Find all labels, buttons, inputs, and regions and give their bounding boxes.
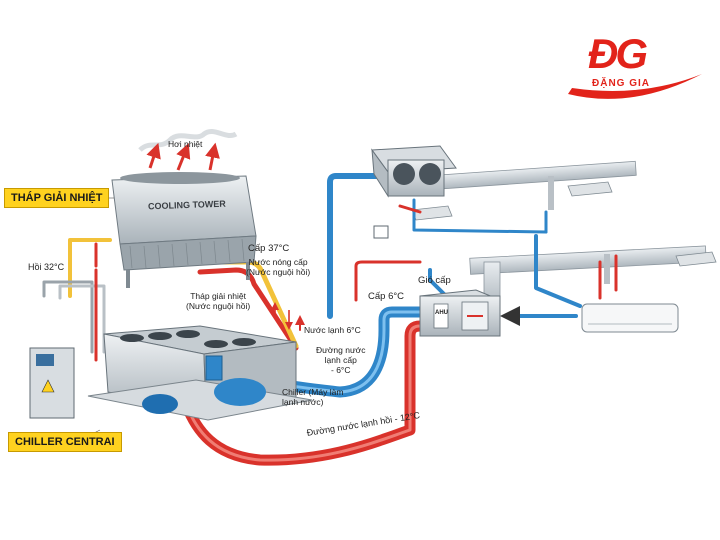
label-supply-37: Cấp 37°C	[248, 243, 290, 254]
label-chiller-desc: Chiller (Máy làm lạnh nước)	[282, 387, 344, 407]
logo-text: ĐẶNG GIA	[592, 78, 650, 89]
cooling-tower	[111, 128, 257, 288]
label-return-32: Hồi 32°C	[28, 262, 65, 272]
control-panel	[29, 347, 75, 419]
label-hot-water-supply: Nước nóng cấp (Nước nguội hồi)	[246, 257, 311, 277]
outdoor-condensing-unit	[371, 145, 457, 198]
badge-cooling-tower: THÁP GIẢI NHIỆT	[4, 188, 110, 208]
brand-logo: ĐG ĐẶNG GIA	[562, 30, 708, 106]
hot-water-pipes	[94, 204, 618, 466]
logo-mark: ĐG	[588, 30, 648, 77]
ahu-unit	[419, 289, 501, 337]
valve-box	[373, 225, 389, 239]
label-supply-6: Cấp 6°C	[368, 291, 405, 302]
chiller-unit	[87, 325, 313, 421]
label-tower-note: Tháp giải nhiệt (Nước nguội hồi)	[186, 291, 251, 311]
label-heat: Hơi nhiệt	[168, 139, 203, 149]
label-ahu: AHU	[435, 310, 448, 316]
wall-mounted-indoor-unit	[581, 303, 679, 333]
label-cold-supply-line: Đường nước lạnh cấp - 6°C	[316, 345, 366, 375]
badge-chiller: CHILLER CENTRAI	[8, 432, 122, 452]
label-cold-water-6: Nước lạnh 6°C	[304, 325, 361, 335]
label-supply-air: Gió cấp	[418, 275, 451, 286]
logo-swoosh-icon	[568, 74, 702, 99]
duct-network	[411, 160, 717, 307]
